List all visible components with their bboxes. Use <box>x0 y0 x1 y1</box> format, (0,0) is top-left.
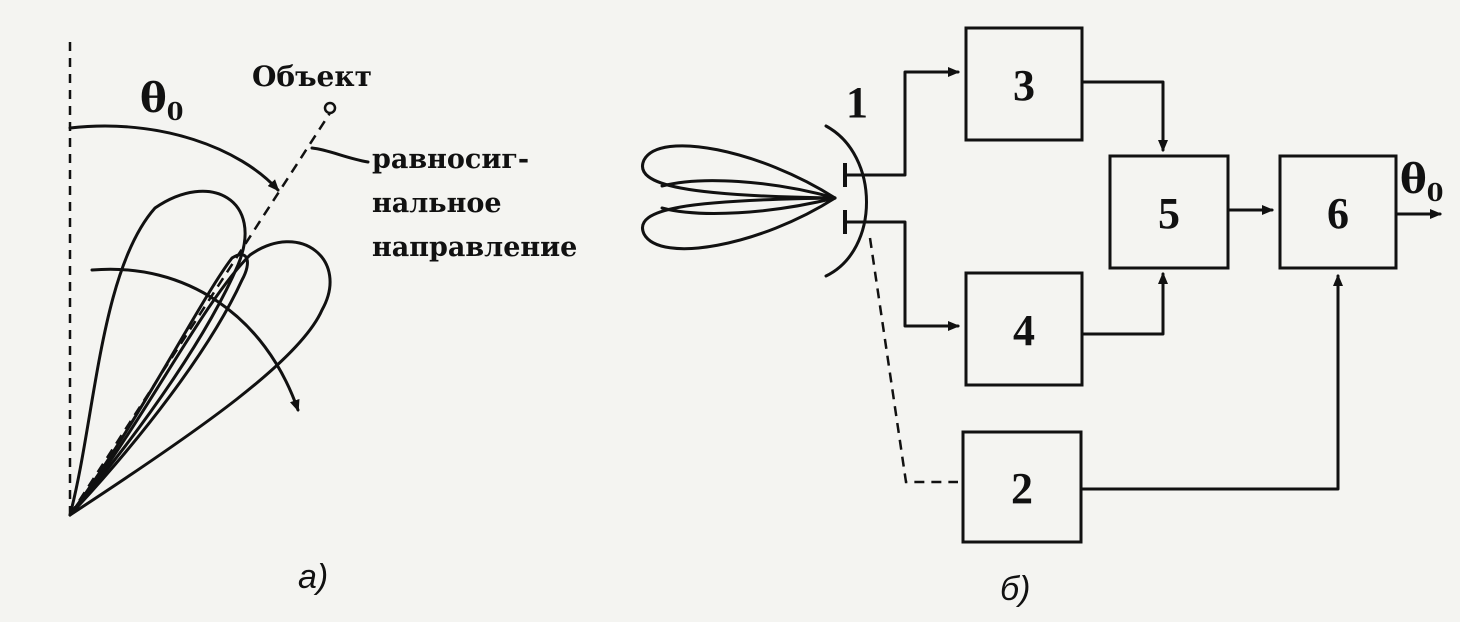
object-label: Объект <box>252 60 372 93</box>
block-2 <box>961 430 1083 544</box>
equisignal-leader <box>310 146 370 164</box>
link-block-3-to-block-5 <box>1080 80 1168 152</box>
antenna-lobe-inner-upper <box>660 179 837 200</box>
antenna-lobe-upper <box>641 144 837 200</box>
antenna-lobe-inner-lower <box>660 196 837 215</box>
link-block-4-to-block-5 <box>1080 272 1168 336</box>
block-3 <box>964 26 1084 142</box>
angle-arc <box>68 124 280 192</box>
rotation-arrow <box>90 267 300 412</box>
block-6-label: 6 <box>1327 189 1349 238</box>
link-antenna-to-block-3 <box>870 67 960 177</box>
object-marker <box>323 101 337 115</box>
inner-pattern-lobe <box>68 253 249 517</box>
link-antenna-to-block-4 <box>870 220 960 331</box>
link-block-2-to-block-6 <box>1079 274 1343 491</box>
caption-a: а) <box>298 558 328 596</box>
block-2-label: 2 <box>1011 464 1033 513</box>
right-pattern-lobe <box>68 240 332 517</box>
angle-label: θ0 <box>140 75 183 126</box>
block-5-label: 5 <box>1158 189 1180 238</box>
antenna-label: 1 <box>846 78 868 127</box>
block-5 <box>1108 154 1230 270</box>
output-label: θ0 <box>1400 156 1443 207</box>
figure-a: θ0 Объект равносиг- нальное направление … <box>68 42 577 596</box>
antenna-lobe-lower <box>641 196 837 251</box>
figure-b: 1 3 4 5 6 2 θ0 б) <box>641 26 1443 608</box>
equisignal-direction-line <box>68 112 332 516</box>
block-4-label: 4 <box>1013 306 1035 355</box>
block-6 <box>1278 154 1398 270</box>
block-4 <box>964 271 1084 387</box>
equisignal-label: равносиг- нальное направление <box>372 144 577 263</box>
link-antenna-to-block-2 <box>868 237 958 484</box>
antenna-reflector <box>824 124 868 278</box>
block-3-label: 3 <box>1013 61 1035 110</box>
left-pattern-lobe <box>68 189 247 517</box>
caption-b: б) <box>1000 570 1030 608</box>
